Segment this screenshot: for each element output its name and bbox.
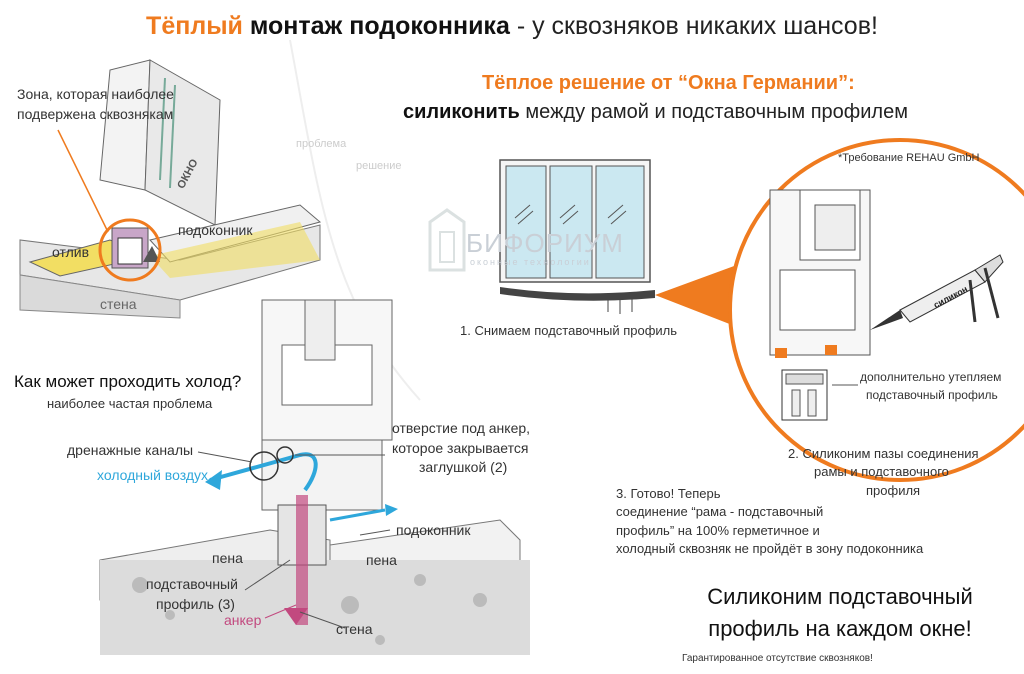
drain-label: дренажные каналы	[67, 442, 194, 458]
zone-label-2: подвержена сквознякам	[17, 106, 174, 122]
solution-line-rest: между рамой и подставочным профилем	[525, 101, 908, 123]
cold-question-sub: наиболее частая проблема	[47, 396, 213, 411]
profile-label-2: профиль (3)	[156, 596, 235, 612]
silicone-gun-icon	[870, 254, 1004, 330]
solution-line-bold: силиконить	[403, 101, 520, 123]
page-title: Тёплый монтаж подоконника - у сквозняков…	[0, 12, 1024, 41]
step-2-line-3: профиля	[866, 483, 921, 498]
drip-label: отлив	[52, 244, 90, 260]
guarantee-note: Гарантированное отсутствие сквозняков!	[682, 653, 873, 664]
requirement-note: *Требование REHAU GmbH	[838, 152, 980, 164]
anchor-hole-3: заглушкой (2)	[419, 459, 508, 475]
ghost-label-2: решение	[356, 160, 402, 172]
step-3-line-3: профиль” на 100% герметичное и	[616, 523, 820, 538]
step-3-line-4: холодный сквозняк не пройдёт в зону подо…	[616, 541, 924, 556]
anchor-hole-1: отверстие под анкер,	[392, 420, 531, 436]
anchor-bolt	[296, 495, 308, 625]
detail-profile-drawing	[769, 189, 1004, 421]
title-bold: монтаж подоконника	[249, 12, 510, 40]
watermark-logo	[428, 208, 466, 272]
wall-label-top: стена	[100, 296, 137, 312]
window-section-topleft	[19, 59, 322, 319]
ghost-label-1: проблема	[296, 138, 347, 150]
watermark-tagline: оконные технологии	[470, 257, 591, 267]
draft-zone-circle	[98, 218, 162, 282]
anchor-hole-2: которое закрывается	[392, 440, 529, 456]
title-rest: - у сквозняков никаких шансов!	[516, 12, 878, 40]
sill-label-top: подоконник	[178, 222, 253, 238]
wall-label-mid: стена	[336, 621, 373, 637]
foam-left-label: пена	[212, 550, 243, 566]
cta-line-2: профиль на каждом окне!	[708, 616, 972, 641]
cta-line-1: Силиконим подставочный	[707, 584, 973, 609]
cold-air-label: холодный воздух	[97, 467, 208, 483]
zone-label-1: Зона, которая наиболее	[17, 86, 174, 102]
step-2-line-1: 2. Силиконим пазы соединения	[788, 446, 979, 461]
insulate-1: дополнительно утепляем	[860, 370, 1002, 384]
insulate-2: подставочный профиль	[866, 388, 998, 402]
step-3-line-2: соединение “рама - подставочный	[616, 504, 824, 519]
solution-heading: Тёплое решение от “Окна Германии”:	[482, 72, 855, 94]
solution-line: силиконить между рамой и подставочным пр…	[403, 101, 908, 124]
cold-cross-section	[99, 299, 530, 655]
foam-right-label: пена	[366, 552, 397, 568]
title-accent: Тёплый	[146, 12, 243, 40]
anchor-label: анкер	[224, 612, 262, 628]
sill-label-mid: подоконник	[396, 522, 471, 538]
window-front-view	[499, 159, 655, 314]
watermark-brand: БИФОРИУМ	[466, 228, 624, 258]
step-1: 1. Снимаем подставочный профиль	[460, 323, 678, 338]
step-3-line-1: 3. Готово! Теперь	[616, 486, 721, 501]
step-2-line-2: рамы и подставочного	[814, 464, 949, 479]
cold-question: Как может проходить холод?	[14, 372, 242, 391]
profile-label-1: подставочный	[146, 576, 238, 592]
